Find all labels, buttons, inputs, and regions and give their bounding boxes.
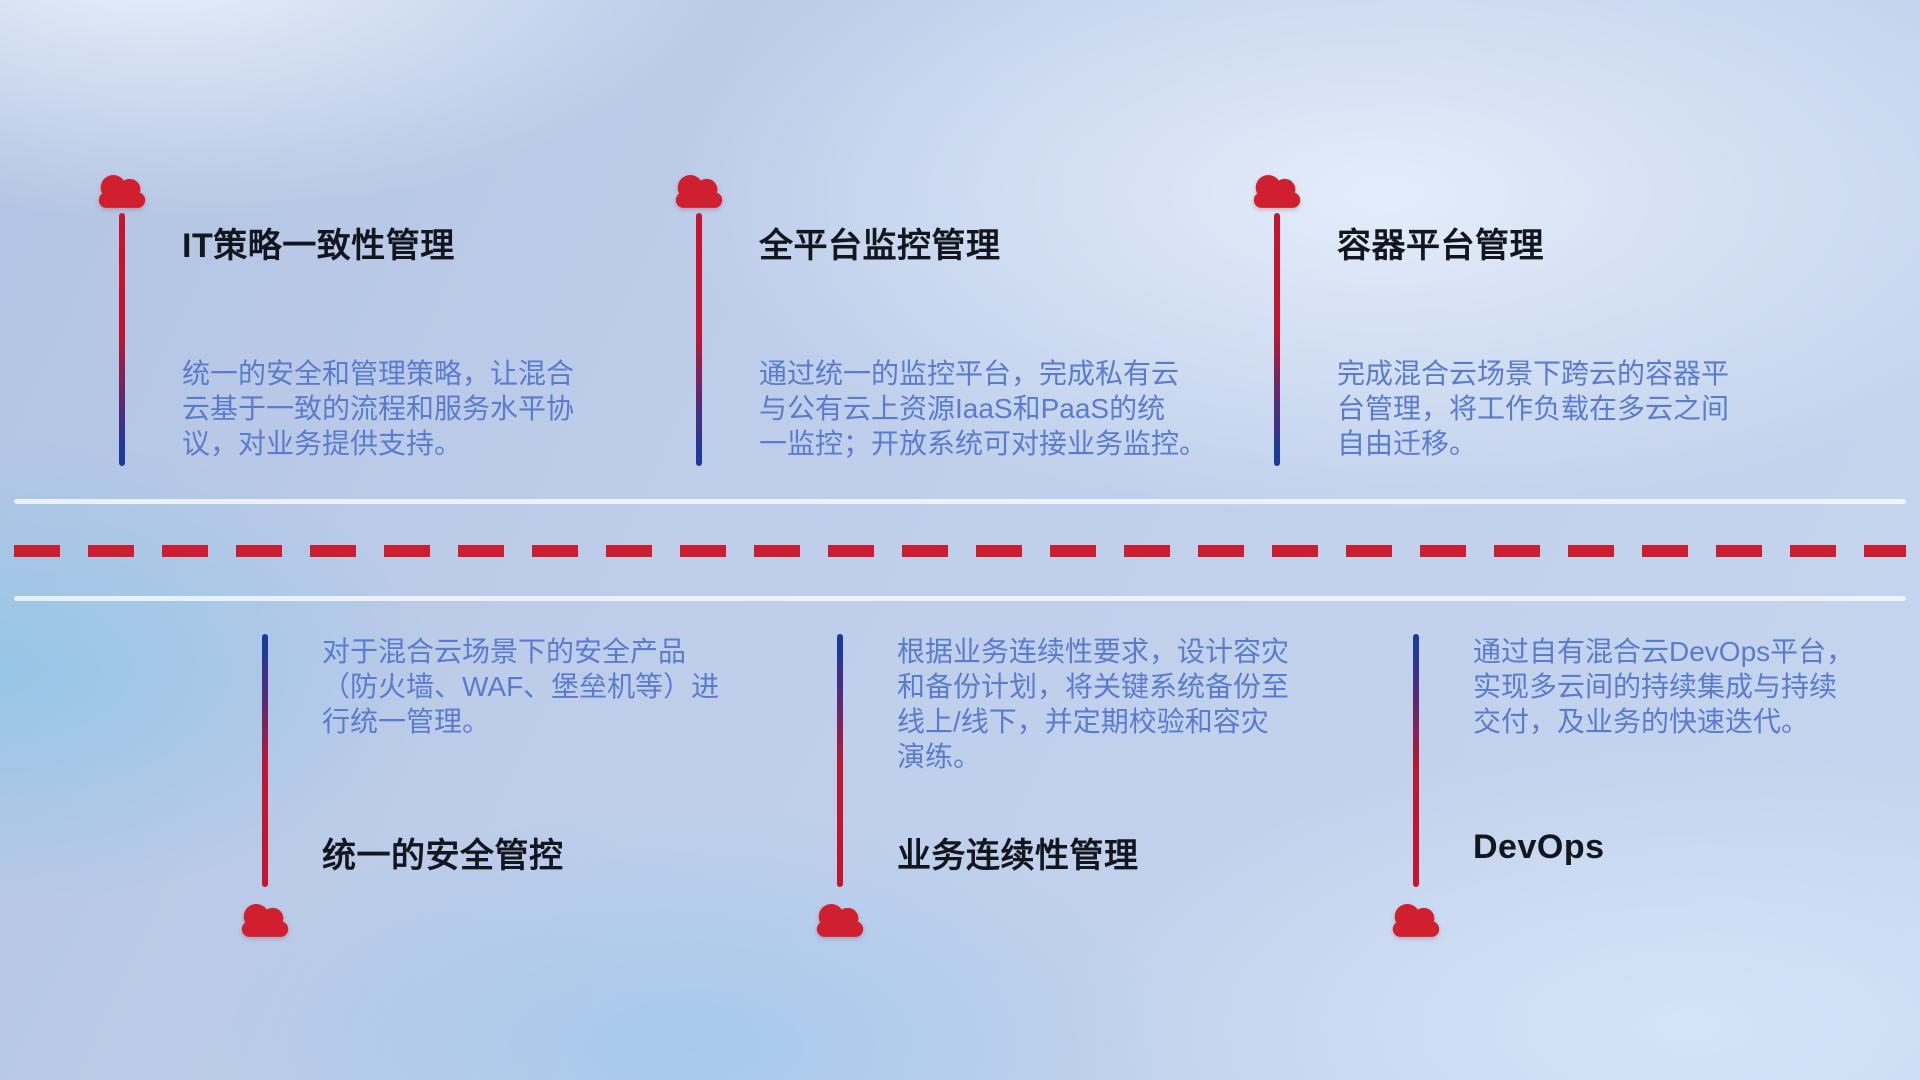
capability-top-3: 容器平台管理 完成混合云场景下跨云的容器平 台管理，将工作负载在多云之间 自由迁… xyxy=(1248,0,1828,1080)
capability-description: 通过自有混合云DevOps平台， 实现多云间的持续集成与持续 交付，及业务的快速… xyxy=(1473,636,1855,737)
cloud-icon xyxy=(93,169,151,210)
capability-bottom-3: 通过自有混合云DevOps平台， 实现多云间的持续集成与持续 交付，及业务的快速… xyxy=(1387,0,1920,1080)
capability-description: 统一的安全和管理策略，让混合 云基于一致的流程和服务水平协 议，对业务提供支持。 xyxy=(182,358,575,459)
cloud-icon xyxy=(236,898,294,939)
capability-top-2: 全平台监控管理 通过统一的监控平台，完成私有云 与公有云上资源IaaS和PaaS… xyxy=(670,0,1250,1080)
divider-solid-line-top xyxy=(14,499,1906,504)
timeline-connector xyxy=(696,213,702,466)
cloud-icon xyxy=(670,169,728,210)
capability-top-1: IT策略一致性管理 统一的安全和管理策略，让混合 云基于一致的流程和服务水平协 … xyxy=(93,0,673,1080)
capability-description: 对于混合云场景下的安全产品 （防火墙、WAF、堡垒机等）进 行统一管理。 xyxy=(322,636,720,737)
capability-description: 完成混合云场景下跨云的容器平 台管理，将工作负载在多云之间 自由迁移。 xyxy=(1337,358,1730,459)
cloud-icon xyxy=(1387,898,1445,939)
timeline-connector xyxy=(1413,634,1419,887)
capability-title: 全平台监控管理 xyxy=(759,227,1001,265)
timeline-connector xyxy=(262,634,268,887)
capability-title: 统一的安全管控 xyxy=(322,837,564,875)
cloud-icon xyxy=(811,898,869,939)
capability-title: 业务连续性管理 xyxy=(897,837,1139,875)
capability-description: 通过统一的监控平台，完成私有云 与公有云上资源IaaS和PaaS的统 一监控；开… xyxy=(759,358,1208,459)
capability-bottom-1: 对于混合云场景下的安全产品 （防火墙、WAF、堡垒机等）进 行统一管理。 统一的… xyxy=(236,0,816,1080)
cloud-icon xyxy=(1248,169,1306,210)
divider-solid-line-bottom xyxy=(14,596,1906,601)
timeline-connector xyxy=(119,213,125,466)
timeline-connector xyxy=(837,634,843,887)
capability-title: IT策略一致性管理 xyxy=(182,227,455,265)
capability-description: 根据业务连续性要求，设计容灾 和备份计划，将关键系统备份至 线上/线下，并定期校… xyxy=(897,636,1290,772)
capability-title: DevOps xyxy=(1473,828,1605,866)
capability-bottom-2: 根据业务连续性要求，设计容灾 和备份计划，将关键系统备份至 线上/线下，并定期校… xyxy=(811,0,1391,1080)
capability-title: 容器平台管理 xyxy=(1337,227,1544,265)
divider-dashed-line xyxy=(14,545,1906,557)
timeline-connector xyxy=(1274,213,1280,466)
